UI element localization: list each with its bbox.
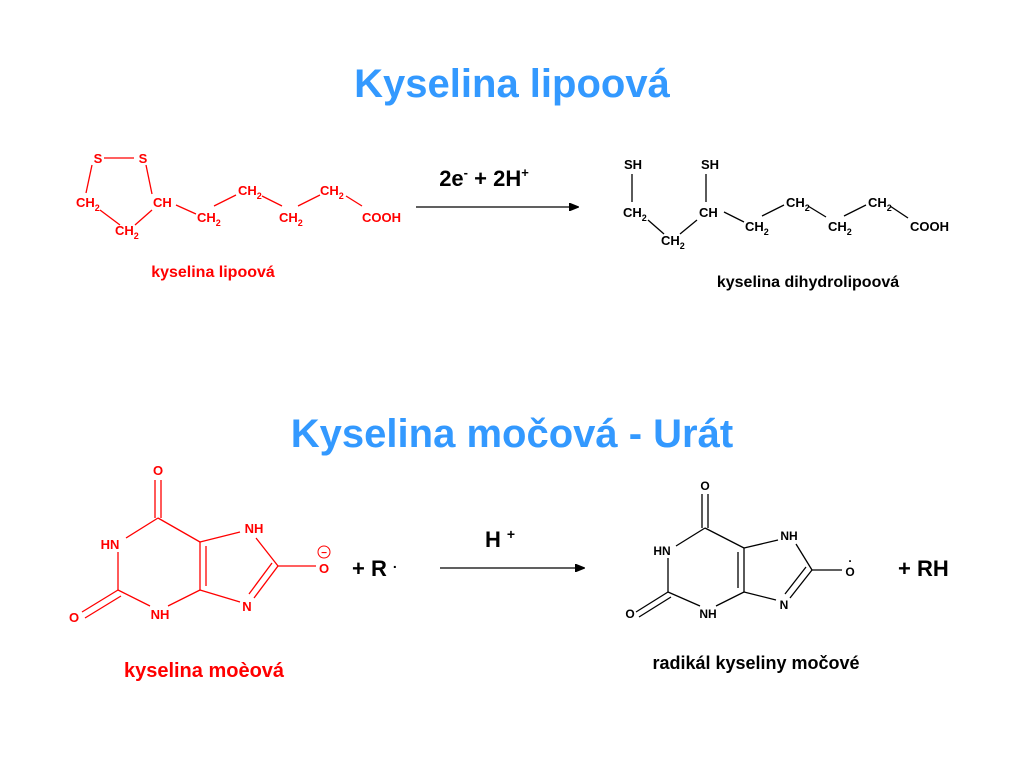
atom-nh-bottom: NH [151,607,170,622]
bond-r-c2-o-a [635,591,669,613]
bond-s-ch2 [85,164,93,194]
atom-nh-right: NH [245,521,264,536]
bond-c6-n1 [125,517,159,539]
bond-c2-o-b [84,595,122,619]
bond-chain-a [723,211,745,223]
bond-ch2-ch [679,219,698,235]
bond-n9-c4 [199,589,241,603]
bond-r-c5-n7 [743,539,779,549]
atom-hn: HN [101,537,120,552]
atom-ch2-d: CH2 [745,219,769,237]
bond-r-n7-c8 [795,543,813,571]
caption-dihydrolipoic-acid: kyselina dihydrolipoová [717,274,899,291]
bond-c2-o-a [81,589,119,613]
atom-ch2-c: CH2 [661,233,685,251]
dihydrolipoic-acid-structure: SH SH CH2 CH CH2 CH2 CH2 CH2 CH2 COOH ky… [623,157,949,291]
reaction-1: 2e- + 2H+ [416,165,578,207]
bond-n3-c4 [167,589,201,607]
bond-ch2-ch2-a [647,219,665,235]
bond-c8-n9 [253,565,279,599]
atom-o-right: O [319,561,329,576]
bond-c8-n9-double [248,562,273,595]
bond-chain-e [889,205,909,219]
atom-ch2-e: CH2 [786,195,810,213]
caption-urate-radical: radikál kyseliny močové [652,653,859,673]
caption-lipoic-acid: kyselina lipoová [151,264,275,281]
reaction-2-condition: H+ [485,526,515,552]
atom-cooh-b: COOH [910,219,949,234]
bond-c5-c6 [157,517,201,543]
bond-chain-2 [213,194,237,207]
atom-ch2-f: CH2 [828,219,852,237]
atom-ch2-ring-2: CH2 [115,223,139,241]
caption-uric-acid: kyselina moèová [124,660,285,682]
title-uric-acid: Kyselina močová - Urát [290,412,734,456]
negative-charge-icon [317,545,331,559]
bond-r-c6-n1 [675,527,706,547]
atom-r-nh-bottom: NH [699,607,716,621]
bond-chain-c [807,205,827,218]
reagent-radical: + R. [352,555,397,581]
title-lipoic-acid: Kyselina lipoová [354,62,670,106]
bond-r-c5-c6 [704,527,745,549]
atom-r-hn: HN [653,544,670,558]
atom-cooh: COOH [362,210,401,225]
atom-s-2: S [139,151,148,166]
urate-radical-structure: O HN NH NH N O O . radikál kyseliny močo… [625,479,859,673]
atom-r-o-right: O [845,565,854,579]
atom-r-o-top: O [700,479,709,493]
bond-r-c8-n9 [789,569,813,599]
atom-n: N [242,599,251,614]
reaction-1-reagents: 2e- + 2H+ [439,165,529,191]
bond-r-c2-o-b [638,596,672,618]
lipoic-acid-structure: S S CH2 CH CH2 CH2 CH2 CH2 CH2 COOH kyse… [76,151,401,281]
bond-chain-b [761,204,785,217]
radical-dot: . [848,551,851,565]
bond-ch2-ch2 [99,209,121,226]
bond-r-c2-n3 [667,591,701,607]
atom-ch2-chain-1: CH2 [197,210,221,228]
bond-n7-c8 [255,537,279,567]
atom-s-1: S [94,151,103,166]
negative-charge-sign: − [321,548,327,559]
atom-r-o-left: O [625,607,634,621]
bond-r-n9-c4 [743,591,777,601]
bond-chain-3 [261,195,283,207]
atom-sh-1: SH [624,157,642,172]
atom-ch2-g: CH2 [868,195,892,213]
bond-chain-d [843,204,867,217]
bond-r-c8-n9-double [784,566,807,595]
atom-ch2-chain-4: CH2 [320,183,344,201]
atom-r-n: N [780,598,789,612]
bond-s-ch [145,164,153,195]
atom-ch: CH [153,195,172,210]
atom-sh-2: SH [701,157,719,172]
bond-chain-1 [175,204,197,215]
bond-c5-n7 [199,531,241,543]
bond-ch2-ch [134,209,153,226]
atom-ch-b: CH [699,205,718,220]
uric-acid-structure: O HN NH NH N O O − kyselina moèová [69,463,331,682]
bond-chain-4 [297,194,321,207]
atom-o-top: O [153,463,163,478]
atom-r-nh-right: NH [780,529,797,543]
bond-c2-n3 [117,589,151,607]
atom-ch2-chain-2: CH2 [238,183,262,201]
byproduct-rh: + RH [898,556,949,581]
atom-ch2-chain-3: CH2 [279,210,303,228]
atom-ch2-ring-1: CH2 [76,195,100,213]
bond-chain-5 [345,195,363,207]
bond-r-n3-c4 [715,591,745,607]
reaction-2: + R. H+ + RH [352,526,949,581]
atom-ch2-a: CH2 [623,205,647,223]
atom-o-left: O [69,610,79,625]
